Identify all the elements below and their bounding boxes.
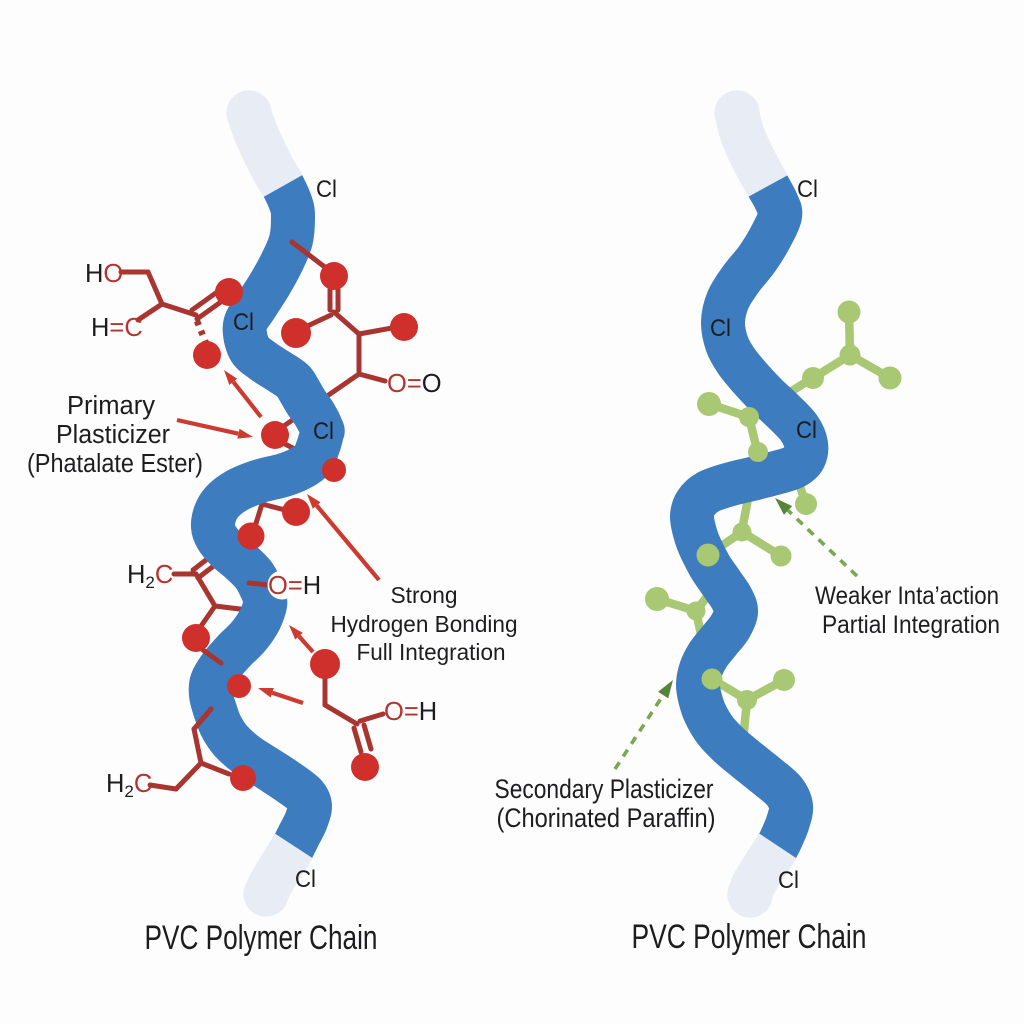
svg-text:PVC Polymer Chain: PVC Polymer Chain xyxy=(632,918,867,956)
svg-text:O=H: O=H xyxy=(268,572,321,600)
svg-text:Hydrogen Bonding: Hydrogen Bonding xyxy=(331,611,518,637)
svg-text:Strong: Strong xyxy=(391,582,458,608)
svg-text:Secondary Plasticizer: Secondary Plasticizer xyxy=(495,774,714,804)
svg-text:(Chorinated Paraffin): (Chorinated Paraffin) xyxy=(497,803,716,833)
svg-text:PVC Polymer Chain: PVC Polymer Chain xyxy=(145,919,378,957)
svg-text:(Phatalate Ester): (Phatalate Ester) xyxy=(27,450,203,478)
svg-text:H=C: H=C xyxy=(91,314,143,342)
svg-text:Cl: Cl xyxy=(316,176,337,203)
svg-text:H2C: H2C xyxy=(127,561,173,592)
svg-text:Cl: Cl xyxy=(233,309,254,336)
svg-text:Cl: Cl xyxy=(797,176,818,203)
svg-text:Partial Integration: Partial Integration xyxy=(822,611,1000,639)
svg-text:Cl: Cl xyxy=(796,417,817,444)
svg-text:O=H: O=H xyxy=(384,698,437,726)
svg-text:HO: HO xyxy=(85,260,123,288)
svg-text:O=O: O=O xyxy=(387,370,442,398)
svg-text:Cl: Cl xyxy=(295,866,316,893)
svg-text:Weaker Inta’action: Weaker Inta’action xyxy=(815,582,999,610)
svg-text:Cl: Cl xyxy=(778,867,799,894)
svg-text:Plasticizer: Plasticizer xyxy=(56,421,170,449)
svg-text:Full Integration: Full Integration xyxy=(357,639,506,665)
svg-text:Cl: Cl xyxy=(313,418,334,445)
svg-text:Primary: Primary xyxy=(67,392,155,420)
svg-text:Cl: Cl xyxy=(710,315,731,342)
